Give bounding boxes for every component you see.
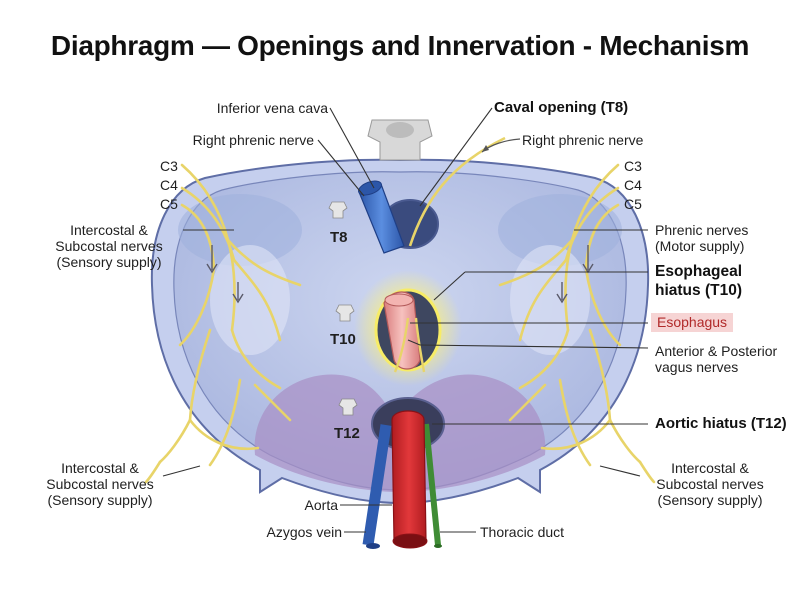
label-esophagus: Esophagus (651, 313, 734, 332)
right-nerves (498, 163, 656, 484)
label-intercostal-upper-left: Intercostal & Subcostal nerves (Sensory … (55, 222, 163, 270)
diagram-title: Diaphragm — Openings and Innervation - M… (50, 30, 750, 61)
spine-vertebra-icon (367, 119, 433, 161)
label-intercostal-lower-left: Intercostal & Subcostal nerves (Sensory … (46, 460, 154, 508)
thoracic-duct (423, 423, 441, 546)
aorta-vessel (391, 410, 428, 549)
label-phrenic-motor: Phrenic nerves (Motor supply) (655, 222, 749, 254)
vertebra-t8-icon (328, 201, 348, 219)
label-c4-left: C4 (160, 177, 178, 193)
vertebra-t10-icon (335, 304, 355, 322)
label-caval-opening: Caval opening (T8) (494, 99, 629, 116)
azygos-vein (362, 424, 392, 546)
label-t8: T8 (330, 229, 348, 246)
label-vagus-nerves: Anterior & Posterior vagus nerves (655, 343, 778, 375)
label-t12: T12 (334, 425, 360, 442)
label-aortic-hiatus: Aortic hiatus (T12) (655, 415, 787, 432)
label-esophageal-hiatus: Esophageal hiatus (T10) (655, 263, 742, 299)
label-intercostal-lower-right: Intercostal & Subcostal nerves (Sensory … (656, 460, 764, 508)
label-t10: T10 (330, 331, 356, 348)
label-inferior-vena-cava: Inferior vena cava (216, 100, 328, 116)
label-c3-left: C3 (160, 158, 178, 174)
vertebra-t12-icon (338, 398, 358, 416)
label-c5-left: C5 (160, 196, 178, 212)
label-c4-right: C4 (624, 177, 642, 193)
label-right-phrenic-nerve-right: Right phrenic nerve (522, 132, 644, 148)
label-c5-right: C5 (624, 196, 642, 212)
esophagus-tube (383, 291, 421, 370)
label-aorta: Aorta (304, 497, 338, 513)
label-c3-right: C3 (624, 158, 642, 174)
label-right-phrenic-nerve-left: Right phrenic nerve (192, 132, 314, 148)
esophagus-tag: Esophagus (651, 313, 734, 332)
label-thoracic-duct: Thoracic duct (480, 524, 565, 540)
leader-lines (162, 107, 649, 533)
left-nerves (144, 163, 302, 484)
label-azygos-vein: Azygos vein (266, 524, 342, 540)
